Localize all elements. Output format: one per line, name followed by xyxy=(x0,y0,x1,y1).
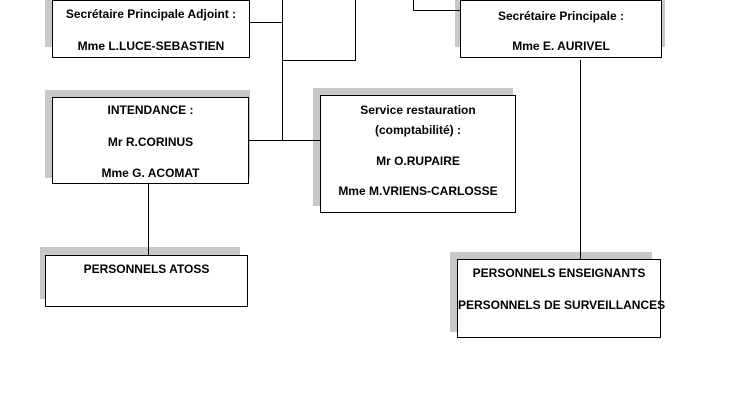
restauration-name-2: Mme M.VRIENS-CARLOSSE xyxy=(338,184,498,198)
secretaire-adjoint-box: Secrétaire Principale Adjoint : Mme L.LU… xyxy=(52,0,250,58)
intendance-name-2: Mme G. ACOMAT xyxy=(101,166,200,180)
intendance-title: INTENDANCE : xyxy=(107,103,194,117)
connector-intendance-atoss xyxy=(148,183,149,256)
connector-intendance-restauration xyxy=(249,140,321,141)
enseignants-box: PERSONNELS ENSEIGNANTS PERSONNELS DE SUR… xyxy=(457,259,666,338)
restauration-title-1: Service restauration xyxy=(360,103,476,117)
secretaire-adjoint-name: Mme L.LUCE-SEBASTIEN xyxy=(77,39,225,53)
intendance-box: INTENDANCE : Mr R.CORINUS Mme G. ACOMAT xyxy=(52,97,249,184)
atoss-box: PERSONNELS ATOSS xyxy=(45,255,248,307)
restauration-name-1: Mr O.RUPAIRE xyxy=(376,154,460,168)
restauration-title-2: (comptabilité) : xyxy=(375,123,461,137)
secretaire-adjoint-title: Secrétaire Principale Adjoint : xyxy=(65,7,237,21)
restauration-box: Service restauration (comptabilité) : Mr… xyxy=(320,95,516,213)
atoss-label: PERSONNELS ATOSS xyxy=(83,262,210,276)
connector-principale-enseignants xyxy=(580,60,581,260)
secretaire-principale-title: Secrétaire Principale : xyxy=(497,9,625,23)
connector-adjoint-top xyxy=(249,22,283,23)
connector-principale-top xyxy=(355,0,356,61)
connector-adjoint-down xyxy=(282,0,283,141)
enseignants-line-2: PERSONNELS DE SURVEILLANCES xyxy=(458,298,666,312)
secretaire-principale-name: Mme E. AURIVEL xyxy=(512,39,610,53)
enseignants-line-1: PERSONNELS ENSEIGNANTS xyxy=(472,266,646,280)
secretaire-principale-box: Secrétaire Principale : Mme E. AURIVEL xyxy=(460,0,662,58)
connector-principale-right-up xyxy=(413,0,414,11)
intendance-name-1: Mr R.CORINUS xyxy=(107,135,194,149)
connector-principale-right xyxy=(413,10,460,11)
connector-principale-horizontal xyxy=(282,60,356,61)
